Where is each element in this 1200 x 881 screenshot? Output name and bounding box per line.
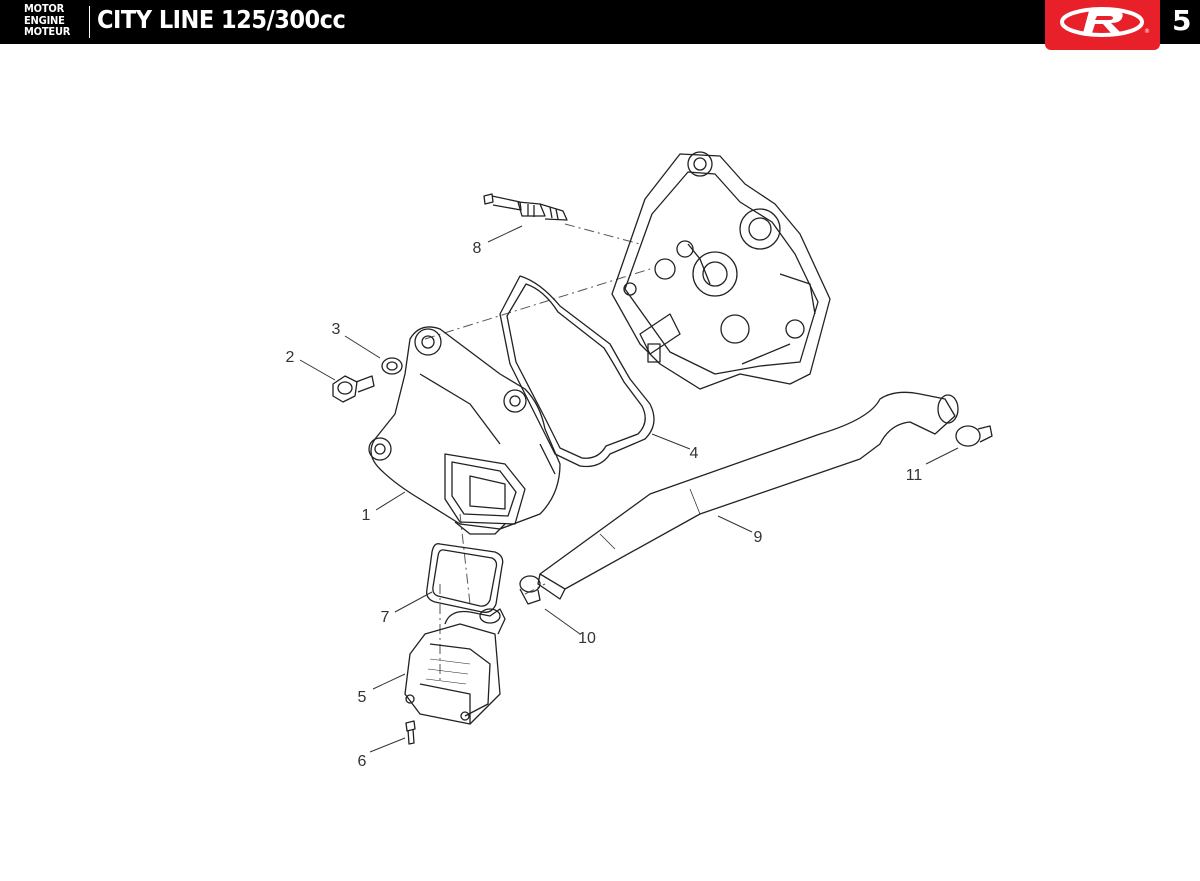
- page-number: 5: [1172, 4, 1192, 37]
- part-3-washer: [381, 357, 403, 375]
- exploded-parts-diagram: 1 2 3 4 5 6 7 8 9 10 11: [286, 151, 993, 770]
- section-label-motor: MOTOR: [24, 2, 65, 15]
- part-6-screw: [405, 720, 416, 745]
- cylinder-head: [611, 151, 831, 390]
- part-9-breather-hose: [537, 391, 959, 600]
- callout-3: 3: [332, 321, 341, 338]
- part-5-breather-housing: [404, 608, 506, 725]
- callout-8: 8: [473, 240, 482, 257]
- callout-1: 1: [362, 507, 371, 524]
- brand-logo: ®: [1045, 0, 1160, 50]
- part-2-bolt: [332, 375, 375, 403]
- section-labels: MOTOR ENGINE MOTEUR: [24, 3, 70, 38]
- callout-4: 4: [690, 445, 699, 462]
- svg-text:®: ®: [1144, 28, 1150, 35]
- header-divider: [89, 6, 90, 38]
- callout-7: 7: [381, 609, 390, 626]
- part-10-hose-clamp: [519, 575, 541, 605]
- callout-9: 9: [754, 529, 763, 546]
- header-bar: MOTOR ENGINE MOTEUR CITY LINE 125/300cc …: [0, 0, 1200, 50]
- alignment-lines: [424, 223, 651, 684]
- callout-6: 6: [358, 753, 367, 770]
- callout-10: 10: [578, 630, 596, 647]
- part-4-gasket: [499, 275, 655, 468]
- section-label-engine: ENGINE: [24, 13, 65, 27]
- brand-logo-icon: ®: [1060, 7, 1150, 37]
- section-label-moteur: MOTEUR: [24, 25, 71, 38]
- part-11-hose-clamp: [955, 425, 993, 447]
- leader-lines: [299, 225, 959, 753]
- callout-11: 11: [906, 467, 923, 484]
- part-7-o-ring: [426, 543, 504, 613]
- callout-2: 2: [286, 349, 295, 366]
- part-1-valve-cover: [368, 326, 561, 535]
- callout-5: 5: [358, 689, 367, 706]
- part-8-spark-plug: [483, 193, 568, 221]
- page-title: CITY LINE 125/300cc: [97, 5, 346, 34]
